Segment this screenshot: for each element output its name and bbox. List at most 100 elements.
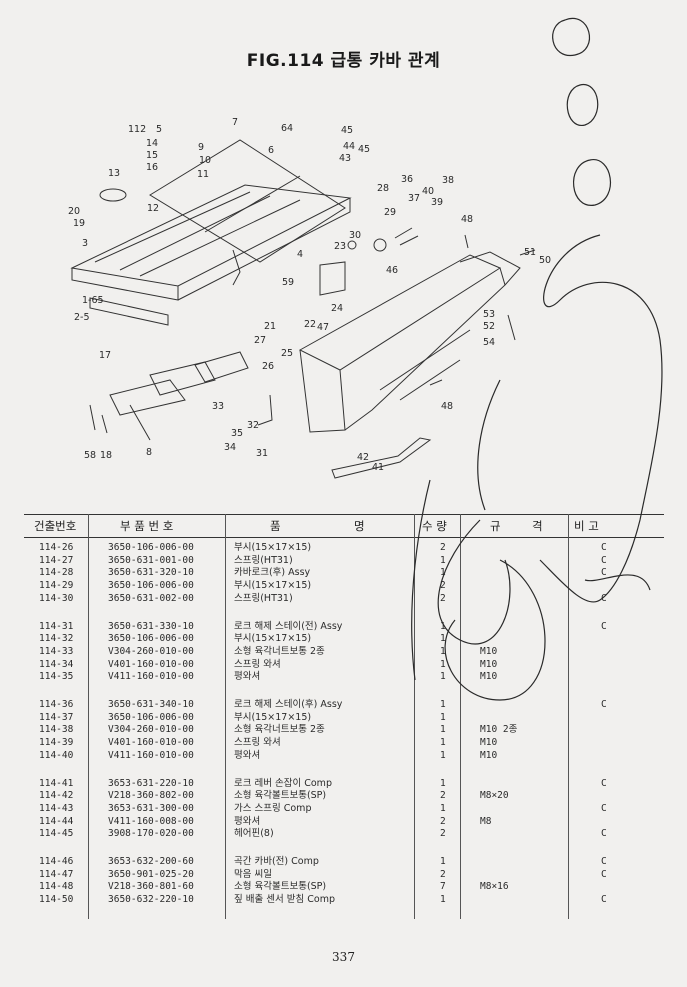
cell-qty: 2 [440,790,446,802]
callout: 51 [524,247,536,258]
cell-name: 소형 육각볼트보통(SP) [234,790,327,802]
cell-qty: 1 [440,620,446,632]
cell-no: 114-47 [39,868,74,880]
callout: 25 [281,348,293,359]
callout: 112 [128,124,146,135]
cell-part: 3653-632-200-60 [108,856,194,867]
cell-qty: 1 [440,802,446,814]
cell-part: V304-260-010-00 [108,724,194,736]
callout: 23 [334,241,346,252]
cell-no: 114-48 [39,881,74,893]
callout: 30 [349,230,361,241]
cell-no: 114-37 [39,711,74,723]
callout: 43 [339,153,351,164]
callout: 46 [386,265,398,276]
cell-no: 114-26 [39,542,74,553]
cell-note: C [601,567,607,579]
callout: 10 [199,155,211,166]
cell-part: V411-160-010-00 [108,749,194,761]
col-header: 격 [532,519,543,533]
cell-no: 114-42 [39,790,74,802]
callout: 3 [82,238,88,249]
cell-no: 114-45 [39,828,74,840]
cell-name: 스프링 와셔 [234,658,281,670]
cell-qty: 2 [440,828,446,840]
cell-part: V304-260-010-00 [108,645,194,657]
cell-name: 스프링 와셔 [234,737,281,749]
callout: 11 [197,169,209,180]
cell-no: 114-36 [39,699,74,710]
cell-note: C [601,620,607,632]
callout: 38 [442,175,454,186]
cell-spec: M10 [480,671,498,683]
callout: 45 [358,144,370,155]
exploded-parts-diagram: 112 5 7 64 45 14 9 44 45 15 10 43 16 11 … [68,117,551,479]
col-header: 품 [270,519,281,533]
cell-part: 3653-631-300-00 [108,802,194,814]
cell-no: 114-43 [39,802,74,814]
cell-name: 가스 스프링 Comp [234,802,312,814]
callout: 28 [377,183,389,194]
callout: 20 [68,206,80,217]
cell-name: 카바로크(후) Assy [234,567,311,579]
cell-part: 3650-632-220-10 [108,894,194,906]
callout: 39 [431,197,443,208]
callout: 59 [282,277,294,288]
cell-note: C [601,777,607,789]
cell-name: 부시(15×17×15) [234,542,312,553]
page-number: 337 [332,950,355,964]
callout: 22 [304,319,316,330]
cell-no: 114-33 [39,645,74,657]
cell-no: 114-27 [39,554,74,566]
callout: 6 [268,145,274,156]
callout: 8 [146,447,152,458]
callout: 41 [372,462,384,473]
cell-spec: M8×16 [480,881,509,893]
cell-no: 114-40 [39,749,74,761]
col-header: 비 고 [574,519,599,533]
cell-no: 114-29 [39,580,74,592]
cell-spec: M10 [480,645,498,657]
callout: 35 [231,428,243,439]
cell-name: 소형 육각너트보통 2종 [234,724,325,736]
cell-part: 3650-631-320-10 [108,567,194,579]
cell-name: 짚 배출 센서 받침 Comp [234,894,335,906]
cell-name: 평와셔 [234,671,261,683]
cell-part: 3650-901-025-20 [108,868,194,880]
cell-no: 114-39 [39,737,74,749]
callout: 52 [483,321,495,332]
cell-part: V401-160-010-00 [108,737,194,749]
cell-no: 114-46 [39,856,74,867]
cell-no: 114-34 [39,658,74,670]
cell-part: V218-360-801-60 [108,881,194,893]
cell-note: C [601,828,607,840]
callout: 7 [232,117,238,128]
callout: 53 [483,309,495,320]
callout: 9 [198,142,204,153]
callout: 47 [317,322,329,333]
cell-qty: 1 [440,671,446,683]
cell-qty: 2 [440,580,446,592]
cell-name: 로크 레버 손잡이 Comp [234,777,332,789]
callout: 37 [408,193,420,204]
col-header: 명 [354,519,365,533]
cell-spec: M10 2종 [480,724,518,736]
cell-no: 114-38 [39,724,74,736]
col-header: 수 량 [422,519,447,533]
cell-note: C [601,554,607,566]
callout: 24 [331,303,343,314]
callout: 50 [539,255,551,266]
cell-name: 곡간 카바(전) Comp [234,856,319,867]
cell-part: 3650-106-006-00 [108,633,194,645]
cell-spec: M8×20 [480,790,509,802]
